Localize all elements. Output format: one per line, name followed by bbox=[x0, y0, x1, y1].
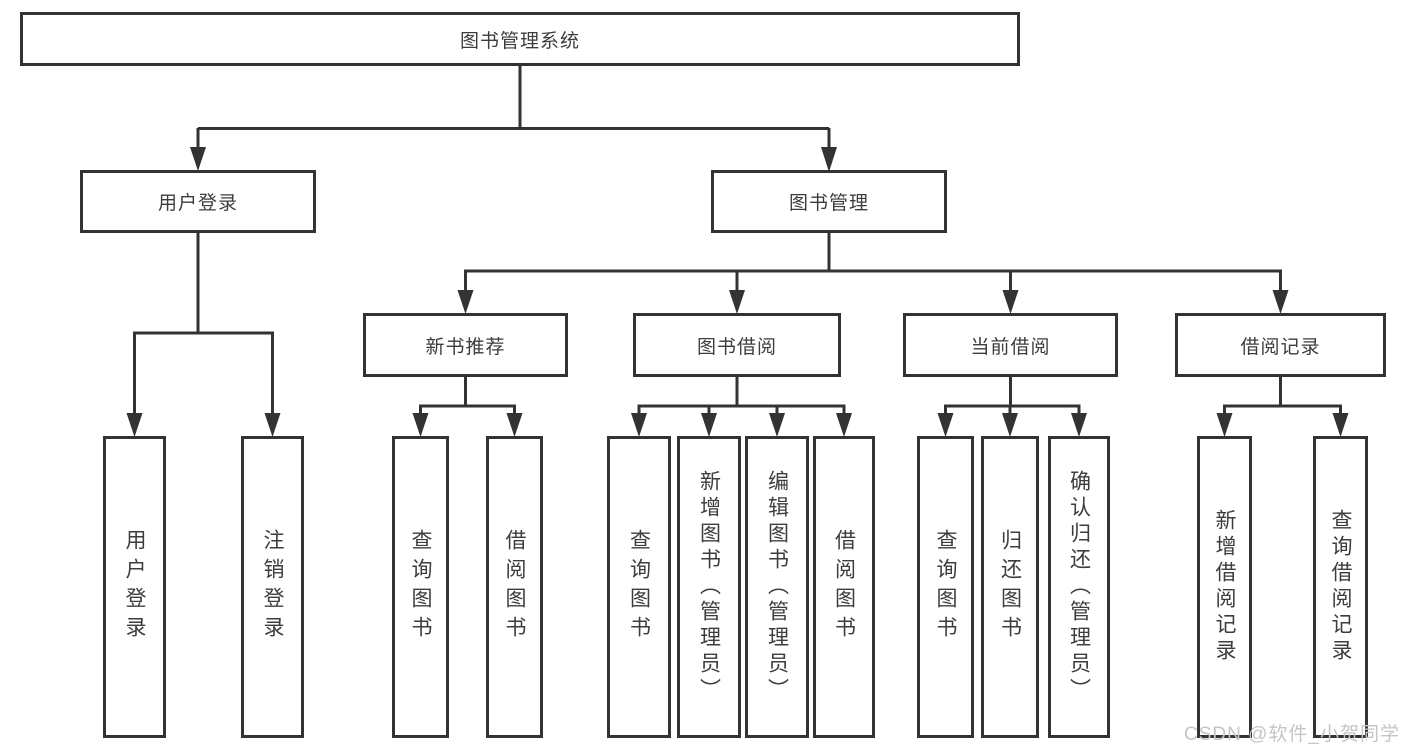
node-current-borrow: 当前借阅 bbox=[903, 313, 1118, 377]
node-book-borrow-label: 图书借阅 bbox=[696, 336, 777, 358]
node-book-borrow: 图书借阅 bbox=[633, 313, 841, 377]
node-user-login: 用户登录 bbox=[80, 170, 316, 233]
leaf-add-book-admin: 新增图书（管理员） bbox=[677, 436, 741, 738]
node-new-book-recommend-label: 新书推荐 bbox=[425, 336, 506, 358]
leaf-user-login-label: 用户登录 bbox=[123, 529, 146, 645]
leaf-confirm-return-admin-label: 确认归还（管理员） bbox=[1067, 470, 1091, 704]
leaf-add-borrow-record-label: 新增借阅记录 bbox=[1213, 509, 1236, 665]
arrowheads bbox=[126, 147, 1349, 437]
leaf-add-book-admin-label: 新增图书（管理员） bbox=[697, 470, 721, 704]
leaf-logout: 注销登录 bbox=[241, 436, 304, 738]
leaf-query-books-borrow: 查询图书 bbox=[607, 436, 671, 738]
leaf-query-books-current-label: 查询图书 bbox=[934, 529, 957, 645]
leaf-logout-label: 注销登录 bbox=[261, 529, 284, 645]
leaf-edit-book-admin-label: 编辑图书（管理员） bbox=[765, 470, 789, 704]
leaf-borrow-books-recommend-label: 借阅图书 bbox=[503, 529, 526, 645]
node-root-label: 图书管理系统 bbox=[459, 30, 580, 52]
node-borrow-records: 借阅记录 bbox=[1175, 313, 1386, 377]
leaf-add-borrow-record: 新增借阅记录 bbox=[1197, 436, 1252, 738]
leaf-query-borrow-record-label: 查询借阅记录 bbox=[1329, 509, 1352, 665]
leaf-return-books: 归还图书 bbox=[981, 436, 1039, 738]
node-book-management: 图书管理 bbox=[711, 170, 947, 233]
node-book-management-label: 图书管理 bbox=[788, 193, 869, 214]
leaf-user-login: 用户登录 bbox=[103, 436, 166, 738]
leaf-confirm-return-admin: 确认归还（管理员） bbox=[1048, 436, 1110, 738]
leaf-edit-book-admin: 编辑图书（管理员） bbox=[745, 436, 809, 738]
leaf-borrow-books: 借阅图书 bbox=[813, 436, 875, 738]
leaf-borrow-books-recommend: 借阅图书 bbox=[486, 436, 543, 738]
node-user-login-label: 用户登录 bbox=[157, 193, 238, 214]
node-borrow-records-label: 借阅记录 bbox=[1240, 336, 1321, 358]
node-current-borrow-label: 当前借阅 bbox=[970, 336, 1051, 358]
node-new-book-recommend: 新书推荐 bbox=[363, 313, 568, 377]
leaf-query-borrow-record: 查询借阅记录 bbox=[1313, 436, 1368, 738]
leaf-query-books-recommend-label: 查询图书 bbox=[409, 529, 432, 645]
leaf-query-books-current: 查询图书 bbox=[917, 436, 974, 738]
leaf-borrow-books-label: 借阅图书 bbox=[832, 529, 856, 645]
leaf-query-books-recommend: 查询图书 bbox=[392, 436, 449, 738]
leaf-return-books-label: 归还图书 bbox=[998, 529, 1022, 645]
node-root: 图书管理系统 bbox=[20, 12, 1020, 66]
leaf-query-books-borrow-label: 查询图书 bbox=[627, 529, 651, 645]
watermark: CSDN @软件_小贺同学 bbox=[1184, 724, 1400, 745]
